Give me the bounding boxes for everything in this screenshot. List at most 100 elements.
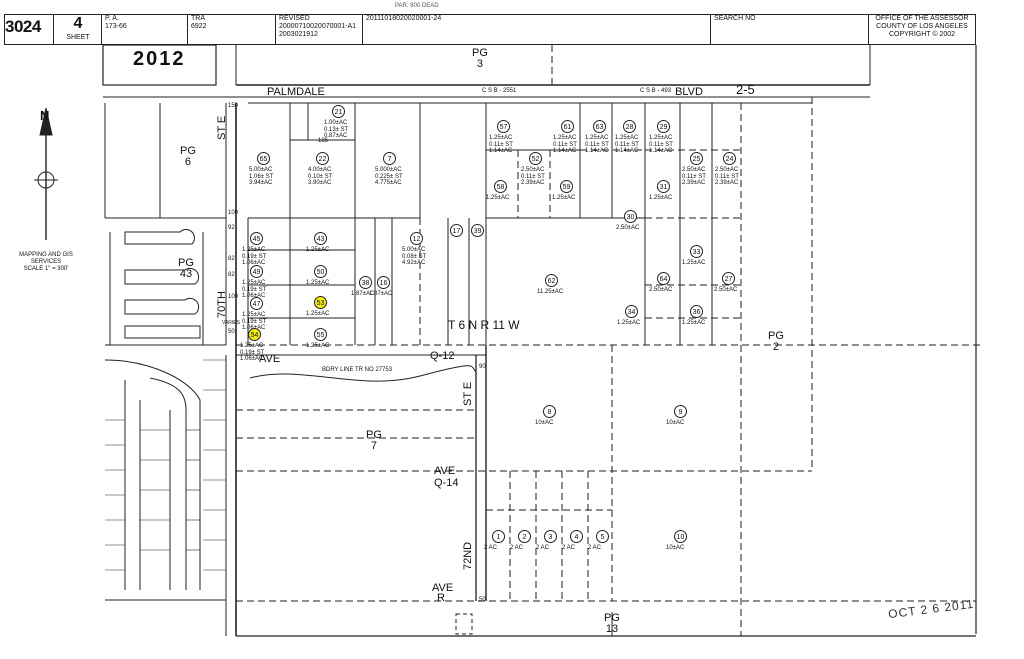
pa-label: P. A. [105, 15, 119, 22]
parcel-acreage: 1.25±AC [242, 312, 266, 318]
parcel-acreage: 1.06± ST [249, 173, 274, 180]
parcel-number: 25 [690, 152, 703, 165]
parcel-acreage: 2.50±AC [649, 287, 673, 293]
parcel-number: 63 [593, 120, 606, 133]
parcel-number: 16 [377, 276, 390, 289]
parcel-acreage: 10±AC [666, 420, 685, 426]
parcel-number: 65 [257, 152, 270, 165]
parcel-number: 52 [529, 152, 542, 165]
parcel-acreage: 1.25±AC [240, 343, 264, 349]
parcel-acreage: 0.11± ST [615, 141, 639, 148]
parcel-acreage: 2.50±AC [616, 225, 640, 231]
page-ref-number: 43 [179, 268, 193, 280]
tra-block: TRA 6922 [191, 15, 207, 31]
parcel-acreage: 0.11± ST [489, 141, 513, 148]
parcel-number: 61 [561, 120, 574, 133]
parcel-number: 4 [570, 530, 583, 543]
parcel-acreage: 1.25±AC [242, 280, 266, 286]
parcel-acreage: 1.06±AC [242, 293, 266, 299]
csb-2551: C S B - 2551 [482, 88, 517, 94]
parcel-acreage: 0.13± ST [324, 126, 349, 133]
parcel-acreage: 1.25±AC [682, 260, 706, 266]
parcel-acreage: 2.50±AC [682, 167, 706, 173]
parcel-acreage: 0.11± ST [521, 173, 545, 180]
tract-page-number: 2012 [133, 48, 186, 70]
parcel-acreage: 1.25±AC [306, 343, 330, 349]
parcel-number: 54 [248, 328, 261, 341]
parcel-number: 7 [383, 152, 396, 165]
page-ref-number: 13 [605, 623, 619, 635]
parcel-number: 34 [625, 305, 638, 318]
parcel-acreage: 1.25±AC [617, 320, 641, 326]
dimension-label: 50 [228, 329, 235, 335]
parcel-acreage: 1.25±AC [552, 195, 576, 201]
parcel-number: 50 [314, 265, 327, 278]
search-no-label: SEARCH NO [714, 15, 756, 22]
parcel-acreage: 1.25±AC [553, 135, 577, 141]
parcel-number: 38 [359, 276, 372, 289]
parcel-acreage: 1.00±AC [324, 120, 348, 126]
parcel-number: 17 [450, 224, 463, 237]
revised-label: REVISED [279, 15, 310, 22]
parcel-acreage: 2 AC [562, 545, 576, 551]
parcel-number: 12 [410, 232, 423, 245]
parcel-acreage: 1.06±AC [242, 260, 266, 266]
parcel-acreage: 4.775±AC [375, 180, 402, 186]
parcel-number: 9 [674, 405, 687, 418]
dimension-label: 150 [228, 103, 239, 109]
street-q12: Q-12 [430, 350, 455, 362]
parcel-acreage: 1.25±AC [489, 135, 513, 141]
parcel-number: 5 [596, 530, 609, 543]
parcel-number: 58 [494, 180, 507, 193]
parcel-number: 57 [497, 120, 510, 133]
page-ref-label: PG [472, 47, 488, 59]
header-strip [4, 14, 976, 45]
header-divider [868, 14, 869, 45]
parcel-number: 33 [690, 245, 703, 258]
page-ref-label: PG [366, 429, 382, 441]
parcel-acreage: 2 AC [510, 545, 524, 551]
parcel-acreage: 10±AC [535, 420, 554, 426]
parcel-acreage: 2 AC [484, 545, 498, 551]
page-ref-number: 7 [370, 440, 378, 452]
parcel-acreage: 4.00±AC [308, 167, 332, 173]
scale-line: SCALE 1" = 300' [23, 266, 69, 272]
parcel-acreage: 10±AC [666, 545, 685, 551]
parcel-number: 1 [492, 530, 505, 543]
dimension-label: 185 [318, 138, 329, 144]
parcel-acreage: 2.39±AC [521, 180, 545, 186]
parcel-acreage: 0.19± ST [240, 349, 265, 356]
parcel-number: 62 [545, 274, 558, 287]
revision-number: 20111018020020001-24 [366, 15, 442, 22]
street-st-e-north: ST E [216, 115, 228, 140]
page-ref-number: 3 [476, 58, 484, 70]
parcel-acreage: 1.25±AC [242, 247, 266, 253]
parcel-number: 31 [657, 180, 670, 193]
parcel-number: 10 [674, 530, 687, 543]
header-divider [362, 14, 363, 45]
parcel-acreage: 1.14±AC [615, 148, 639, 154]
parcel-acreage: 1.06±AC [240, 356, 264, 362]
parcel-number: 22 [316, 152, 329, 165]
parcel-acreage: 11.25±AC [537, 289, 564, 295]
header-divider [275, 14, 276, 45]
parcel-acreage: 1.25±AC [585, 135, 609, 141]
dimension-label: 82 [228, 272, 235, 278]
parcel-acreage: 2.39±AC [682, 180, 706, 186]
parcel-acreage: 1.14±AC [553, 148, 577, 154]
parcel-acreage: 2.39±AC [715, 180, 739, 186]
parcel-acreage: 2 AC [588, 545, 602, 551]
parcel-number: 28 [623, 120, 636, 133]
parcel-acreage: 2.50±AC [714, 287, 738, 293]
parcel-acreage: 1.87±AC [369, 291, 393, 297]
dimension-label: 100 [228, 294, 239, 300]
scale-note: MAPPING AND GIS SERVICES SCALE 1" = 300' [10, 252, 82, 273]
page-ref-label: PG [178, 257, 194, 269]
page-ref-label: PG [768, 330, 784, 342]
